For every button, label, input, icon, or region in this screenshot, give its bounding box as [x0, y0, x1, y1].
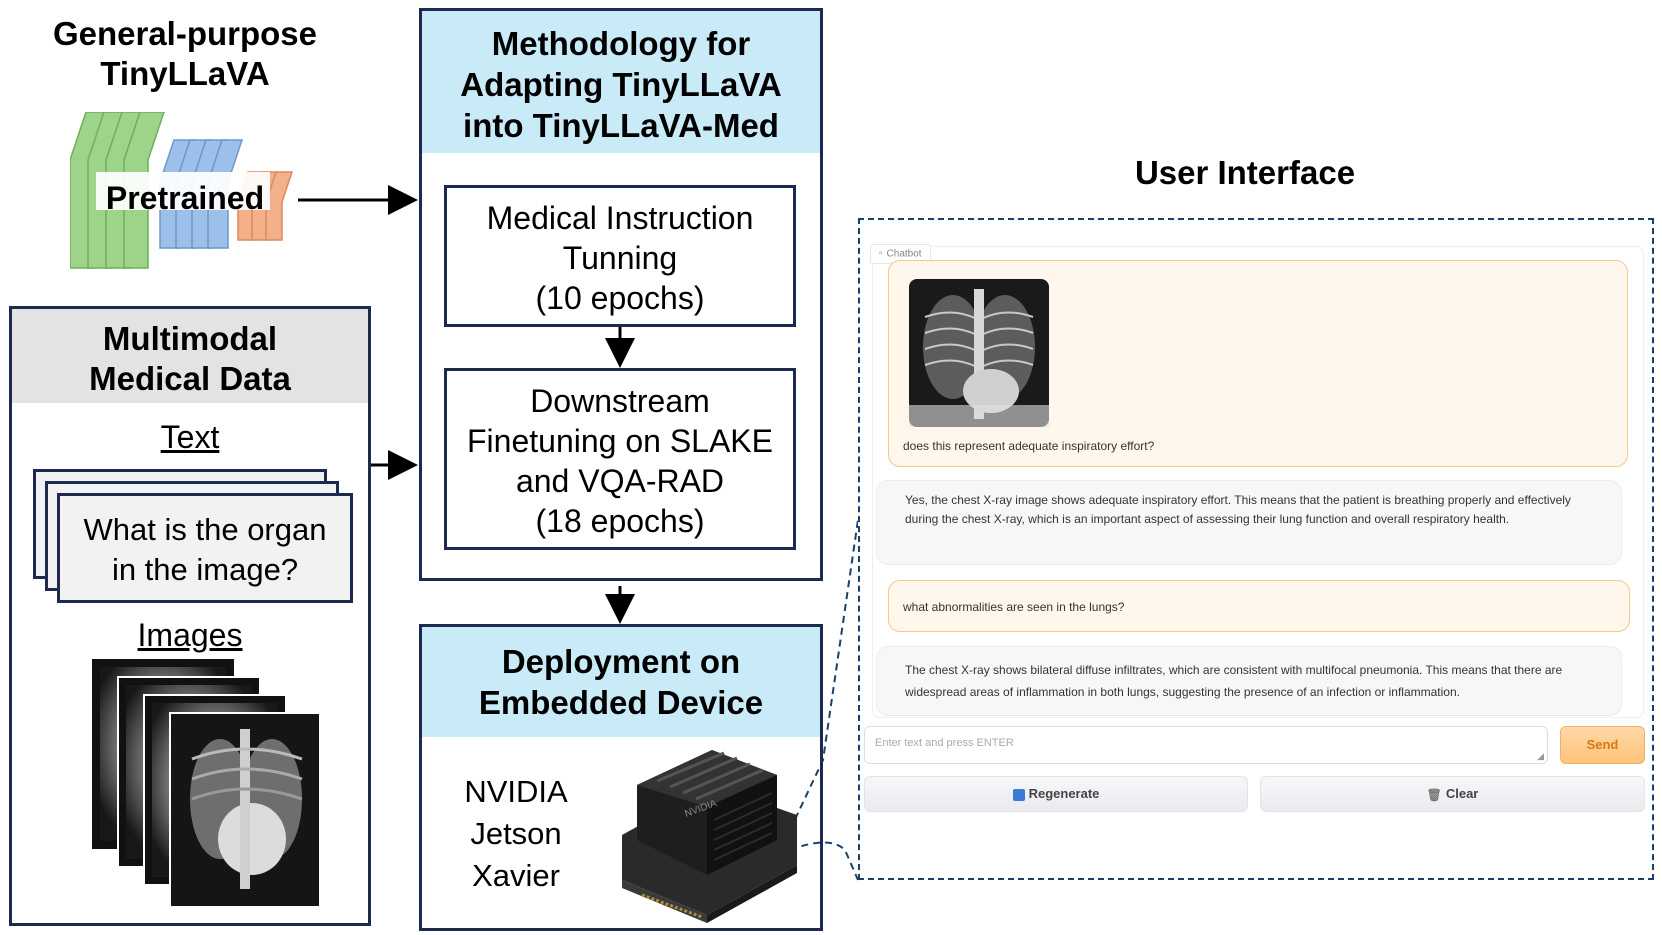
general-purpose-title-line2: TinyLLaVA	[100, 55, 270, 92]
user-message-2-text: what abnormalities are seen in the lungs…	[903, 600, 1125, 614]
methodology-title-line2: Adapting TinyLLaVA	[460, 66, 782, 103]
deployment-title-line2: Embedded Device	[478, 684, 764, 721]
jetson-device-icon: NVIDIA	[622, 750, 797, 923]
deployment-box: Deployment on Embedded Device NVIDIA Jet…	[419, 624, 823, 931]
pretrained-label: Pretrained	[105, 180, 265, 216]
step2-text: Downstream Finetuning on SLAKE and VQA-R…	[447, 381, 793, 541]
multimodal-title-line1: Multimodal	[102, 320, 278, 357]
step2-line1: Downstream	[530, 383, 710, 419]
device-name: NVIDIA Jetson Xavier	[436, 771, 596, 897]
user-message-1-text: does this represent adequate inspiratory…	[903, 439, 1155, 453]
user-interface-title: User Interface	[1134, 154, 1356, 191]
step1-text: Medical Instruction Tunning (10 epochs)	[447, 198, 793, 318]
user-message-1: does this represent adequate inspiratory…	[888, 260, 1628, 467]
methodology-header	[422, 11, 820, 153]
question-card-front: What is the organ in the image?	[57, 493, 353, 603]
step2-line3: and VQA-RAD	[515, 463, 725, 499]
general-purpose-title-line1: General-purpose	[52, 15, 318, 52]
xray-image-stack	[92, 659, 321, 908]
methodology-title-line1: Methodology for	[491, 25, 751, 62]
chatbot-panel	[872, 246, 1644, 718]
multimodal-header	[12, 309, 368, 403]
question-line2: in the image?	[111, 552, 299, 587]
message-input-placeholder: Enter text and press ENTER	[875, 737, 1014, 749]
device-line2: Jetson	[470, 816, 562, 851]
zoom-line-top	[789, 519, 859, 831]
bot-message-1-text: Yes, the chest X-ray image shows adequat…	[905, 493, 1571, 526]
resize-handle-icon[interactable]: ◢	[1537, 751, 1544, 761]
text-label: Text	[160, 419, 220, 455]
step-instruction-tuning: Medical Instruction Tunning (10 epochs)	[444, 185, 796, 327]
regenerate-label: Regenerate	[1028, 786, 1100, 801]
device-line1: NVIDIA	[464, 774, 568, 809]
step1-line2: Tunning	[562, 240, 678, 276]
user-interface-frame: ▫Chatbot does this represent adequate in…	[858, 218, 1654, 880]
question-line1: What is the organ	[83, 512, 327, 547]
methodology-box: Methodology for Adapting TinyLLaVA into …	[419, 8, 823, 581]
multimodal-title: Multimodal Medical Data	[12, 319, 368, 399]
send-button[interactable]: Send	[1560, 726, 1645, 764]
message-input[interactable]: Enter text and press ENTER ◢	[864, 726, 1548, 764]
multimodal-data-box: Multimodal Medical Data Text What is the…	[9, 306, 371, 926]
step1-line3: (10 epochs)	[535, 280, 705, 316]
user-message-2: what abnormalities are seen in the lungs…	[888, 580, 1630, 632]
xray-stack-front	[169, 712, 321, 908]
deployment-title-line1: Deployment on	[501, 643, 741, 680]
regenerate-icon	[1012, 788, 1025, 801]
clear-label: Clear	[1445, 786, 1479, 801]
deployment-header	[422, 627, 820, 737]
chat-bubble-icon: ▫	[879, 248, 883, 259]
bot-message-1: Yes, the chest X-ray image shows adequat…	[876, 480, 1622, 565]
images-label: Images	[137, 617, 243, 653]
bot-message-2-text: The chest X-ray shows bilateral diffuse …	[905, 663, 1563, 699]
bot-message-2: The chest X-ray shows bilateral diffuse …	[876, 646, 1622, 716]
zoom-line-bottom	[789, 841, 859, 881]
device-line3: Xavier	[472, 858, 560, 893]
step2-line4: (18 epochs)	[535, 503, 705, 539]
methodology-title: Methodology for Adapting TinyLLaVA into …	[422, 23, 820, 146]
step2-line2: Finetuning on SLAKE	[467, 423, 773, 459]
step1-line1: Medical Instruction	[486, 200, 754, 236]
question-text: What is the organ in the image?	[60, 510, 350, 590]
trash-icon: 🗑	[1426, 787, 1442, 802]
general-purpose-title: General-purpose TinyLLaVA	[20, 14, 350, 94]
clear-button[interactable]: 🗑Clear	[1260, 776, 1645, 812]
chatbot-tab-label: Chatbot	[886, 248, 922, 260]
step-downstream-finetuning: Downstream Finetuning on SLAKE and VQA-R…	[444, 368, 796, 550]
regenerate-button[interactable]: Regenerate	[864, 776, 1248, 812]
deployment-title: Deployment on Embedded Device	[422, 641, 820, 723]
methodology-title-line3: into TinyLLaVA-Med	[463, 107, 779, 144]
neural-network-layers-icon	[70, 112, 294, 269]
xray-thumbnail	[909, 279, 1049, 427]
multimodal-title-line2: Medical Data	[89, 360, 291, 397]
